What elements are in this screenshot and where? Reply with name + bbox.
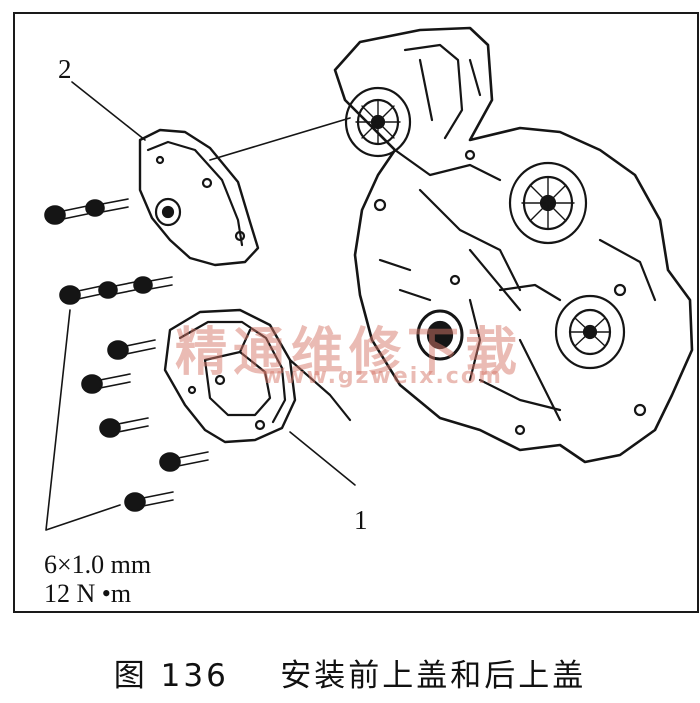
front-upper-cover [163,308,352,444]
leader-lines [45,81,356,531]
bolt-size-spec: 6×1.0 mm [44,550,152,579]
bolt [133,276,173,294]
bolt-torque-spec: 12 N •m [44,579,132,608]
bolt [124,491,174,512]
bolt [98,280,141,299]
watermark-url: www.gzweix.com [262,364,503,389]
bolt [44,204,93,225]
bolt [81,373,131,394]
bolt [159,451,209,472]
figure-caption: 图 136 安装前上盖和后上盖 [113,658,587,694]
callout-1: 1 [354,505,368,535]
bolt [85,198,129,217]
callout-2: 2 [58,54,72,84]
bolt [99,417,149,438]
engine-block [333,26,694,464]
watermark-text: 精通维修下载 [175,323,524,383]
rear-upper-cover [138,128,260,267]
figure-frame [13,12,699,613]
bolts [44,198,209,512]
bolt [107,339,156,360]
